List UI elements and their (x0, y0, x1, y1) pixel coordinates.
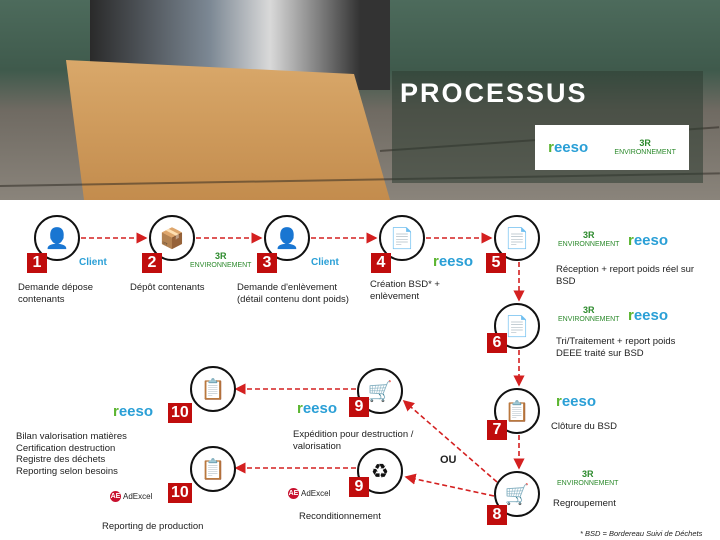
step-4-node: 📄 (379, 215, 425, 261)
headset-user-icon: 👤 (44, 227, 70, 250)
clipboard-icon: 📋 (504, 400, 530, 423)
hand-truck-icon: 🛒 (367, 380, 393, 403)
step-2-text: Dépôt contenants (130, 282, 205, 293)
step-6-number: 6 (487, 333, 507, 353)
reeso-logo: reeso (628, 307, 669, 324)
step-8-text: Regroupement (553, 498, 616, 509)
reeso-logo: reeso (113, 403, 154, 420)
step-4-number: 4 (371, 253, 391, 273)
footnote: * BSD = Bordereau Suivi de Déchets (580, 529, 703, 538)
step-2-node: 📦 (149, 215, 195, 261)
reeso-logo: reeso (297, 400, 338, 417)
reeso-logo: reeso (433, 253, 474, 270)
document-icon: 📄 (504, 315, 530, 338)
step-7-text: Clôture du BSD (551, 421, 618, 432)
step-7-number: 7 (487, 420, 507, 440)
step-9a-text: Expédition pour destruction /valorisatio… (293, 429, 414, 452)
step-8-number: 8 (487, 505, 507, 525)
step-4-text: Création BSD* +enlèvement (370, 279, 440, 302)
step-9a-number: 9 (349, 397, 369, 417)
arrow-8-9b (404, 473, 495, 497)
clipboard-icon: 📋 (200, 378, 226, 401)
step-9b-text: Reconditionnement (299, 511, 381, 522)
step-9b-number: 9 (349, 477, 369, 497)
hand-truck-icon: 🛒 (504, 483, 530, 506)
step-3-text: Demande d'enlèvement(détail contenu dont… (237, 282, 349, 305)
step-1-actor: Client (79, 257, 107, 268)
step-2-number: 2 (142, 253, 162, 273)
reeso-logo: reeso (628, 232, 669, 249)
step-10a-number: 10 (168, 403, 192, 423)
step-3-number: 3 (257, 253, 277, 273)
step-10b-number: 10 (168, 483, 192, 503)
step-10b-node: 📋 (190, 446, 236, 492)
recycle-box-icon: ♻ (371, 460, 389, 483)
step-1-number: 1 (27, 253, 47, 273)
step-10a-node: 📋 (190, 366, 236, 412)
cardboard-box-photo (66, 60, 390, 200)
step-9a-node: 🛒 (357, 368, 403, 414)
arrow-8-9a (402, 399, 498, 483)
step-5-number: 5 (486, 253, 506, 273)
clipboard-icon: 📋 (200, 458, 226, 481)
step-10b-text: Reporting de production (102, 521, 204, 532)
page-title: PROCESSUS (400, 78, 588, 108)
hand-truck-document-icon: 📄 (504, 227, 530, 250)
hand-truck-document-icon: 📄 (389, 227, 415, 250)
or-label: OU (440, 454, 457, 466)
reeso-logo: reeso (548, 139, 589, 156)
reeso-logo: reeso (556, 393, 597, 410)
box-icon: 📦 (159, 227, 185, 250)
headset-user-icon: 👤 (274, 227, 300, 250)
step-3-actor: Client (311, 257, 339, 268)
